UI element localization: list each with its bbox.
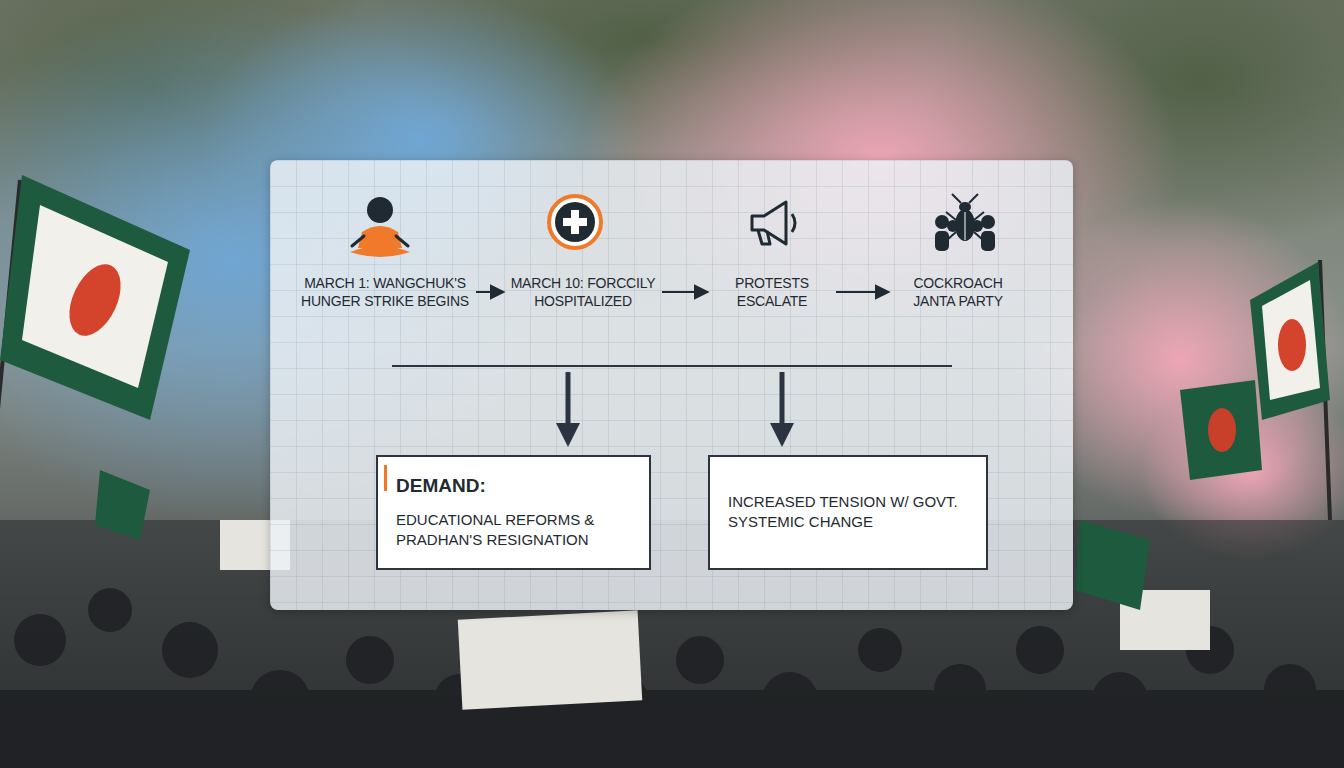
accent-bar — [384, 465, 387, 491]
bracket-line — [392, 366, 952, 447]
flow-arrow — [836, 291, 889, 293]
timeline-step: MARCH 10: FORCCILY HOSPITALIZED — [508, 274, 658, 310]
node-text: INCREASED TENSION W/ GOVT. SYSTEMIC CHAN… — [728, 492, 972, 532]
node-text: COCKROACH JANTA PARTY — [893, 274, 1023, 310]
box-heading: DEMAND: — [396, 474, 486, 498]
megaphone-icon — [752, 202, 795, 244]
hospital-icon — [549, 196, 601, 248]
meditation-icon — [350, 197, 410, 257]
cockroach-group-icon — [935, 194, 995, 251]
flow-arrow — [476, 291, 504, 293]
node-text: MARCH 1: WANGCHUK'S HUNGER STRIKE BEGINS — [298, 274, 472, 310]
outcome-box: DEMAND: EDUCATIONAL REFORMS & PRADHAN'S R… — [376, 455, 651, 570]
timeline-step: MARCH 1: WANGCHUK'S HUNGER STRIKE BEGINS — [298, 274, 472, 310]
timeline-step: COCKROACH JANTA PARTY — [893, 274, 1023, 310]
node-text: PROTESTS ESCALATE — [712, 274, 832, 310]
outcome-box: INCREASED TENSION W/ GOVT. SYSTEMIC CHAN… — [708, 455, 988, 570]
node-text: EDUCATIONAL REFORMS & PRADHAN'S RESIGNAT… — [396, 510, 635, 550]
node-text: MARCH 10: FORCCILY HOSPITALIZED — [508, 274, 658, 310]
timeline-step: PROTESTS ESCALATE — [712, 274, 832, 310]
flow-arrow — [662, 291, 708, 293]
